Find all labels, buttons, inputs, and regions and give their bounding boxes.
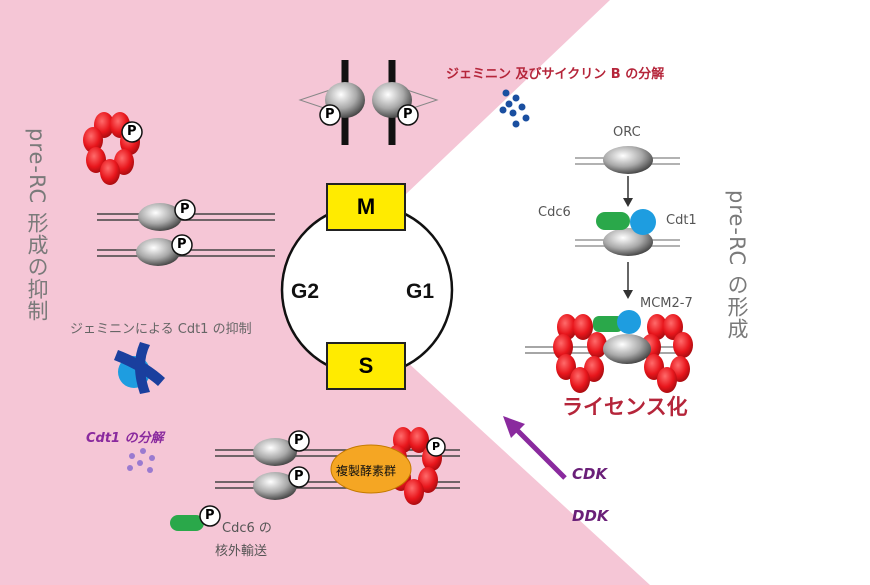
cdk-ddk-arrow — [503, 416, 567, 480]
dna-orc-phosphorylated — [97, 199, 275, 266]
licensing-label: ライセンス化 — [562, 395, 688, 419]
pre-rc-inhibition-title: pre-RC 形成の抑制 — [25, 128, 49, 322]
cdc6-export-label-2: 核外輸送 — [215, 544, 268, 559]
ddk-label: DDK — [572, 507, 609, 525]
cdt1-label: Cdt1 — [666, 213, 697, 228]
mcm-ring-phosphorylated — [83, 112, 143, 185]
orc-label: ORC — [613, 125, 641, 140]
degradation-dots-blue — [499, 89, 530, 128]
replication-complex-label: 複製酵素群 — [336, 464, 397, 478]
mitotic-chromosomes — [298, 60, 439, 145]
phospho-label: P — [127, 124, 137, 139]
phase-m-box: M — [326, 183, 406, 231]
phospho-label: P — [325, 107, 335, 122]
phospho-label: P — [177, 237, 187, 252]
orc-cdc6-cdt1 — [575, 209, 680, 256]
geminin-cdt1-complex — [114, 342, 165, 394]
phase-g1-label: G1 — [406, 280, 435, 303]
phospho-label: P — [180, 202, 190, 217]
cdt1-degradation-label: Cdt1 の分解 — [86, 431, 164, 446]
cdc6-label: Cdc6 — [538, 205, 571, 220]
phospho-label: P — [403, 107, 413, 122]
arrowhead — [623, 290, 633, 299]
orc-on-dna — [575, 146, 680, 174]
replisome-complex — [215, 427, 460, 505]
phase-s-box: S — [326, 342, 406, 390]
phospho-label: P — [294, 469, 304, 484]
arrowhead — [623, 198, 633, 207]
cdc6-export-label-1: Cdc6 の — [222, 521, 272, 536]
cdk-label: CDK — [572, 465, 608, 483]
phospho-label: P — [205, 508, 215, 523]
geminin-cdt1-inhibition-label: ジェミニンによる Cdt1 の抑制 — [70, 322, 252, 337]
phospho-label: P — [294, 433, 304, 448]
licensed-pre-rc — [525, 310, 693, 393]
cdc6-exported — [170, 505, 221, 531]
phase-g2-label: G2 — [291, 280, 320, 303]
phospho-label: P — [432, 440, 441, 453]
geminin-cyclinb-degradation-label: ジェミニン 及びサイクリン B の分解 — [446, 67, 665, 82]
pre-rc-formation-title: pre-RC の形成 — [725, 190, 749, 340]
degradation-dots-purple — [127, 448, 155, 473]
mcm-label: MCM2-7 — [640, 296, 693, 311]
